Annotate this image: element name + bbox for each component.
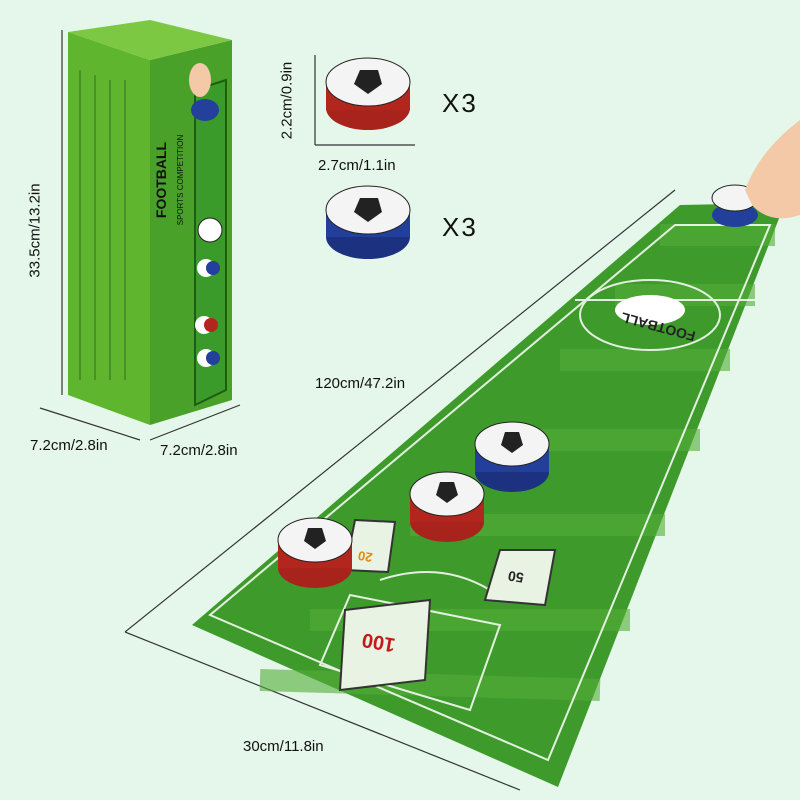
puck-blue-hand: [711, 120, 800, 227]
red-puck-count: X3: [442, 88, 478, 118]
game-mat: [192, 203, 785, 787]
puck-red-2: [409, 471, 485, 542]
product-box: [68, 20, 232, 425]
puck-red-sample: [325, 57, 411, 130]
puck-blue-sample: [325, 185, 411, 259]
score-card-50: [483, 549, 557, 607]
box-title: FOOTBALL: [153, 141, 169, 219]
box-width-label: 7.2cm/2.8in: [160, 442, 238, 459]
box-subtitle: SPORTS COMPETITION: [176, 134, 185, 226]
score-card-100: [338, 598, 432, 692]
mat-length-label: 120cm/47.2in: [315, 375, 406, 392]
dimension-lines: [39, 30, 676, 791]
score-20: 20: [356, 547, 374, 566]
score-100: 100: [360, 628, 398, 656]
box-height-label: 33.5cm/13.2in: [26, 183, 44, 278]
score-50: 50: [506, 567, 525, 587]
mat-width-label: 30cm/11.8in: [243, 738, 324, 755]
blue-puck-count: X3: [442, 212, 478, 242]
puck-red-1: [277, 517, 353, 588]
puck-blue-1: [474, 421, 550, 492]
puck-height-label: 2.2cm/0.9in: [278, 61, 296, 140]
box-depth-label: 7.2cm/2.8in: [30, 437, 108, 454]
puck-diameter-label: 2.7cm/1.1in: [318, 157, 396, 174]
